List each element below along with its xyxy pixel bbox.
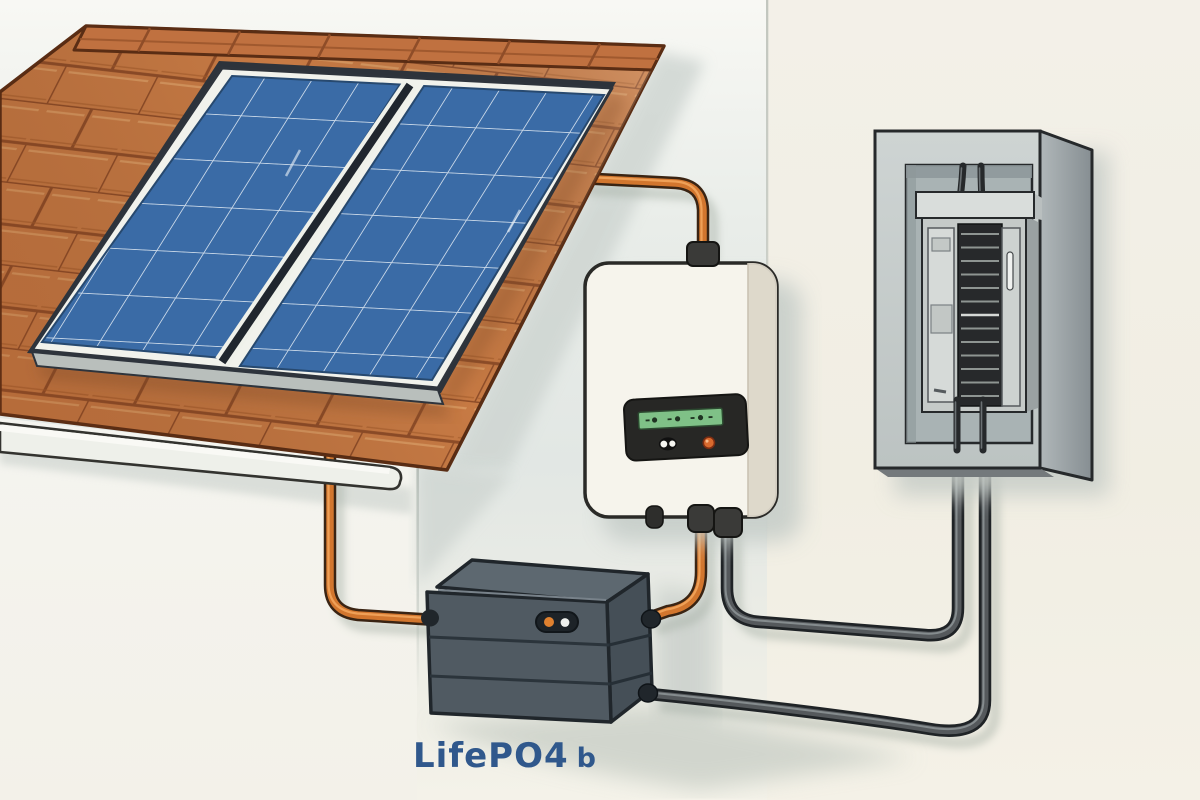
solar-panel-right	[238, 84, 606, 382]
status-led-glint	[705, 439, 709, 443]
battery-label: LifePO4 b	[413, 736, 597, 776]
battery-seams-side	[608, 633, 653, 686]
battery	[421, 558, 662, 724]
cable-gland-top	[686, 241, 720, 267]
panel-door-handle	[1006, 251, 1014, 291]
battery-front-face	[425, 590, 613, 724]
cable-battery-to-panel	[643, 448, 992, 737]
display-screen	[637, 407, 724, 431]
panel-shadow-right	[440, 92, 626, 402]
feeder-wires-bottom	[953, 396, 987, 454]
inverter-side-shade	[747, 263, 777, 517]
breaker-panel-side	[1038, 129, 1094, 482]
wall-corner-line	[416, 466, 419, 691]
indicator-dot-right	[669, 440, 676, 447]
left-column-tab	[931, 237, 951, 252]
battery-seams-front	[428, 635, 611, 686]
panel-glare	[284, 149, 522, 233]
fascia-board	[0, 421, 403, 491]
left-column-switch	[930, 304, 953, 334]
screen-marks	[645, 415, 713, 423]
battery-terminal-right-bottom	[637, 683, 659, 703]
inverter-display	[623, 393, 750, 462]
battery-terminal-right-top	[640, 609, 662, 629]
status-led-red	[702, 436, 716, 450]
wall-gable	[0, 418, 417, 800]
battery-top-edge-highlight	[437, 589, 607, 601]
mounting-rail	[30, 350, 445, 406]
battery-indicator-orange-dot	[544, 617, 554, 627]
breaker-box-side	[1026, 216, 1038, 412]
left-column-notch	[933, 388, 947, 394]
battery-indicator-white-dot	[560, 618, 570, 627]
cable-inverter-to-panel	[720, 448, 965, 642]
indicator-dot-left	[660, 440, 668, 448]
battery-terminal-left	[421, 609, 439, 627]
cable-gland-dc	[687, 504, 715, 533]
battery-label-main: LifePO4	[413, 736, 569, 776]
breaker-header	[915, 191, 1035, 219]
battery-label-suffix: b	[577, 743, 597, 774]
breaker-switch-lines	[961, 233, 999, 397]
pv-cable-roof-to-inverter	[551, 170, 710, 261]
battery-indicator	[535, 611, 579, 633]
cable-inverter-to-battery	[641, 505, 708, 625]
breaker-panel	[873, 129, 1109, 496]
panel-divider-gap	[218, 82, 414, 365]
ridge-caps	[72, 24, 666, 72]
pv-cable-roof-to-battery	[323, 443, 443, 627]
cable-gland-ac	[713, 507, 743, 538]
inverter	[583, 241, 802, 542]
solar-panel-array	[27, 61, 626, 418]
recess-top-shade	[906, 165, 1032, 178]
cable-gland-small	[645, 505, 664, 529]
breaker-panel-bottom-edge	[875, 468, 1054, 477]
recess-left-shade	[906, 165, 916, 443]
